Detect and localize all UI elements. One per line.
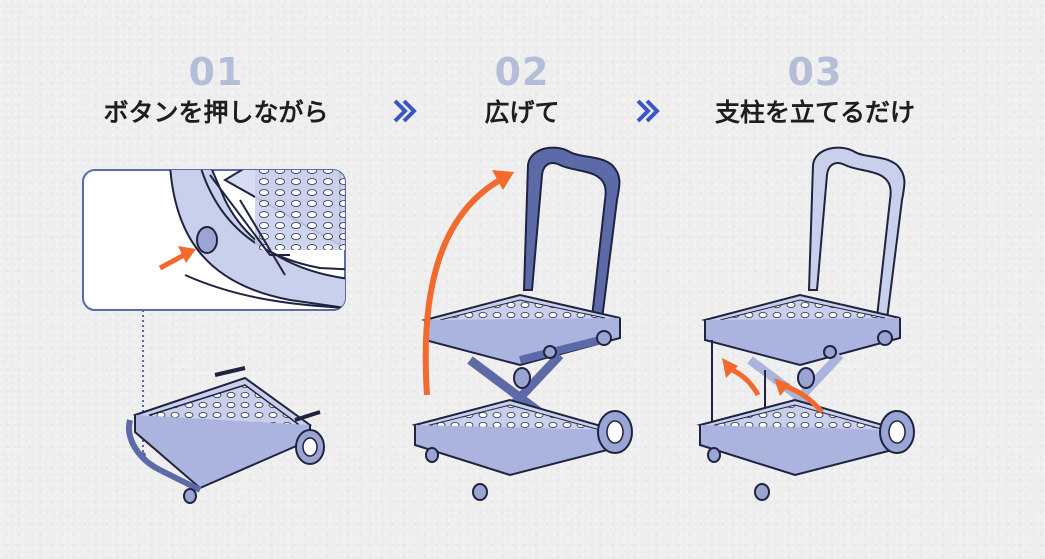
orange-arrow-icon: [158, 251, 188, 271]
standing-cart-illustration: [696, 146, 915, 501]
step-1-label: ボタンを押しながら: [103, 98, 329, 127]
orange-arrow-icon: [727, 365, 761, 397]
step-1-number: 01: [188, 50, 244, 94]
step-3-header: 03 支柱を立てるだけ: [665, 50, 965, 130]
step-1-header: 01 ボタンを押しながら: [66, 50, 366, 130]
step-3-label: 支柱を立てるだけ: [714, 98, 915, 127]
step-3-number: 03: [787, 50, 843, 94]
step-2-header: 02 広げて: [372, 50, 672, 130]
folded-cart-illustration: [82, 169, 346, 504]
step-2-number: 02: [494, 50, 550, 94]
step-2-label: 広げて: [484, 98, 560, 127]
unfolding-cart-illustration: [411, 146, 633, 501]
chevron-double-right-icon: [636, 99, 660, 123]
chevron-double-right-icon: [393, 99, 417, 123]
orange-arrow-icon: [422, 177, 502, 396]
